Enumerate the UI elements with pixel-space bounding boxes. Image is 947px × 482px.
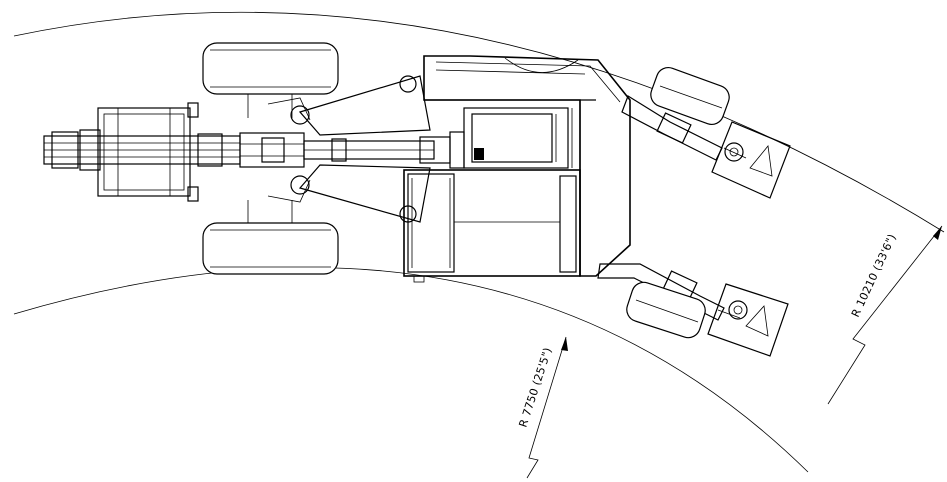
loader-bucket-top	[711, 121, 791, 199]
front-wheel-top	[650, 66, 730, 126]
inner-radius-dimension: R 7750 (25'5")	[516, 336, 568, 479]
backhoe-boom	[43, 102, 465, 202]
loader-arm-top	[621, 95, 744, 162]
cab-body	[403, 55, 631, 283]
outer-radius-dimension: R 10210 (33'6")	[827, 225, 943, 405]
inner-radius-label: R 7750 (25'5")	[516, 346, 554, 429]
loader-bucket-bottom	[707, 283, 789, 357]
rear-wheel-bottom	[202, 200, 339, 275]
inner-turning-arc	[13, 267, 809, 473]
rear-wheel-top	[202, 42, 339, 118]
outer-radius-label: R 10210 (33'6")	[849, 232, 899, 319]
swing-frame	[267, 75, 431, 223]
front-wheel-bottom	[626, 281, 706, 339]
outer-turning-arc	[13, 11, 945, 233]
